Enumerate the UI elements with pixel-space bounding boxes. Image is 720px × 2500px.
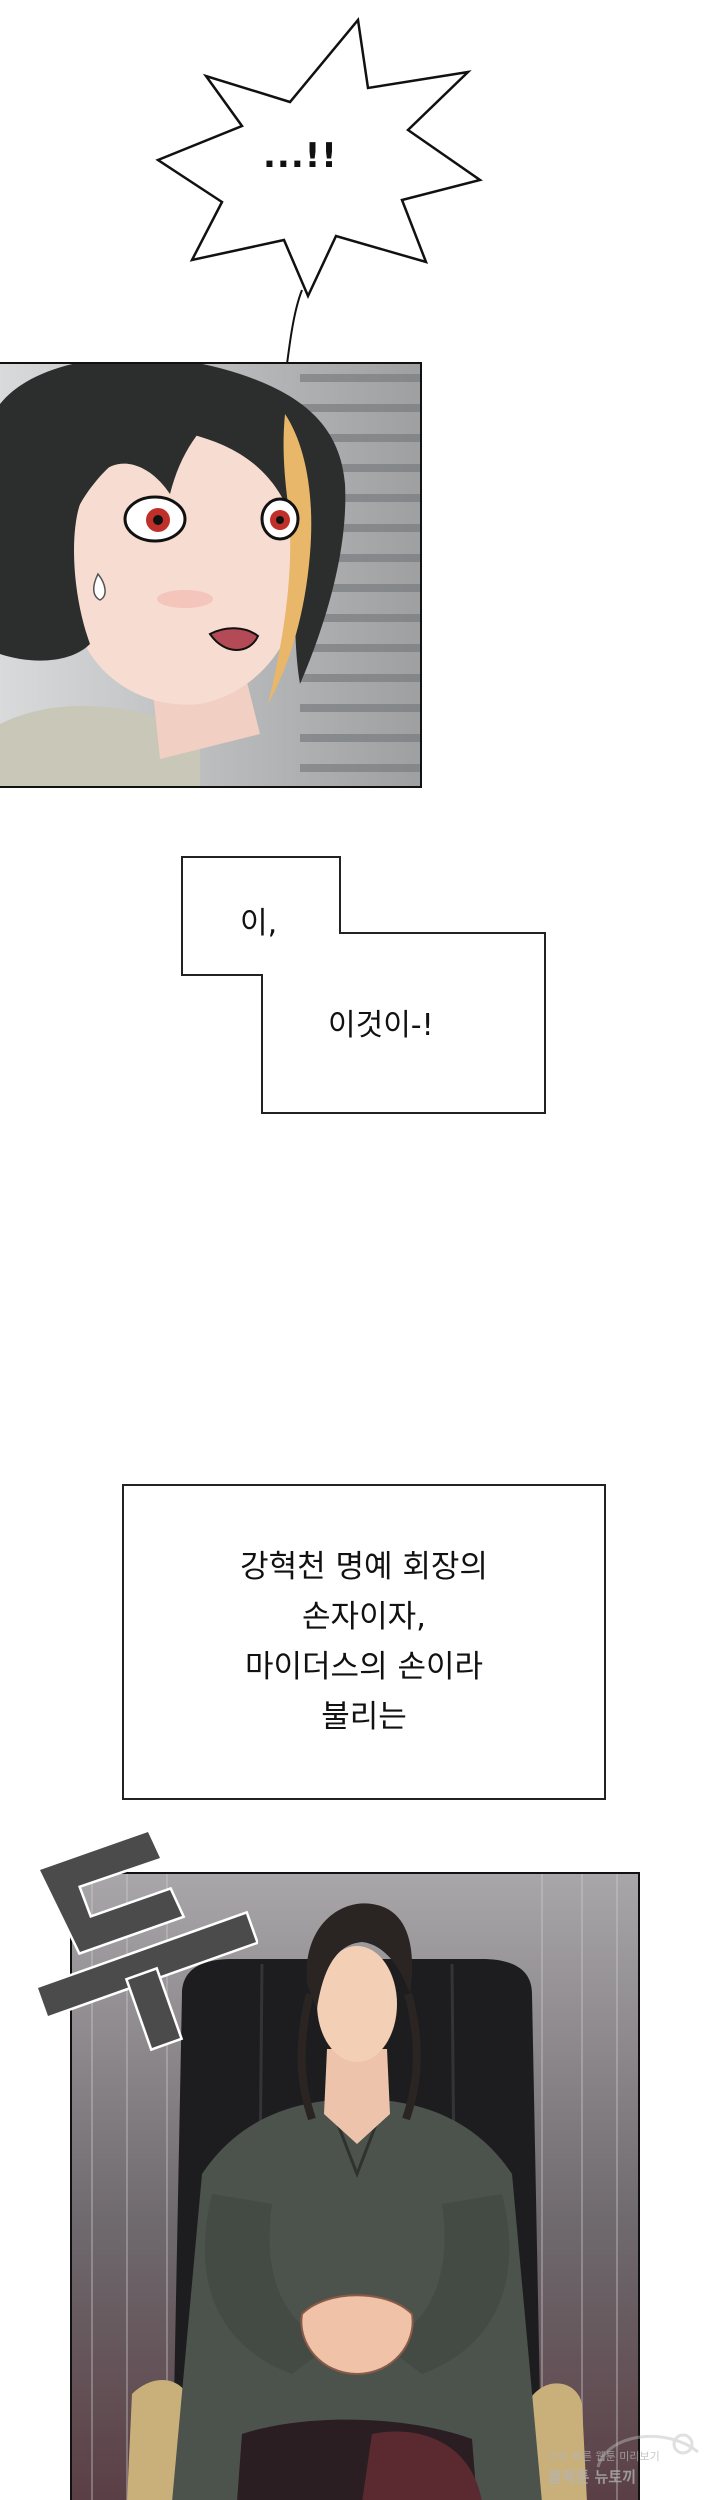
dialogue-box bbox=[181, 856, 546, 1114]
window-blinds bbox=[300, 374, 420, 772]
girl-hair-highlight bbox=[268, 414, 312, 704]
narration-caption: 강혁천 명예 회장의 손자이자, 마이더스의 손이라 불리는 bbox=[122, 1484, 606, 1800]
caption-line: 마이더스의 손이라 bbox=[244, 1649, 483, 1685]
caption-line: 불리는 bbox=[321, 1699, 407, 1735]
shout-bubble bbox=[155, 17, 483, 370]
caption-line: 강혁천 명예 회장의 bbox=[240, 1549, 488, 1585]
watermark: 가장 빠른 웹툰 미리보기 블랙툰 뉴토끼 bbox=[548, 2422, 718, 2492]
girl-hair bbox=[0, 364, 346, 684]
sound-effect-glyph bbox=[34, 1828, 258, 2052]
man-hair bbox=[306, 1903, 413, 2009]
shout-bubble-text: ...!! bbox=[263, 136, 338, 176]
shout-bubble-tail bbox=[285, 289, 303, 370]
caption-line: 손자이자, bbox=[302, 1599, 426, 1635]
girl-mouth bbox=[208, 627, 260, 651]
girl-illustration bbox=[0, 364, 420, 786]
panel-man-chair bbox=[70, 1872, 640, 2500]
panel-girl-surprised bbox=[0, 362, 422, 788]
shout-bubble-outline bbox=[155, 17, 483, 300]
watermark-line-2: 블랙툰 뉴토끼 bbox=[548, 2468, 637, 2486]
sound-effect: 두 bbox=[18, 1810, 258, 2060]
girl-eyes bbox=[123, 495, 300, 543]
caption-text: 강혁천 명예 회장의 손자이자, 마이더스의 손이라 불리는 bbox=[240, 1542, 488, 1742]
dialogue-line-2: 이것이-! bbox=[328, 1008, 434, 1043]
dialogue-line-1: 이, bbox=[240, 906, 278, 941]
man-face bbox=[317, 1946, 397, 2062]
man-hands bbox=[300, 2294, 414, 2376]
watermark-line-1: 가장 빠른 웹툰 미리보기 bbox=[548, 2450, 660, 2463]
watermark-logo-icon bbox=[596, 2433, 699, 2468]
man-illustration bbox=[72, 1874, 638, 2500]
